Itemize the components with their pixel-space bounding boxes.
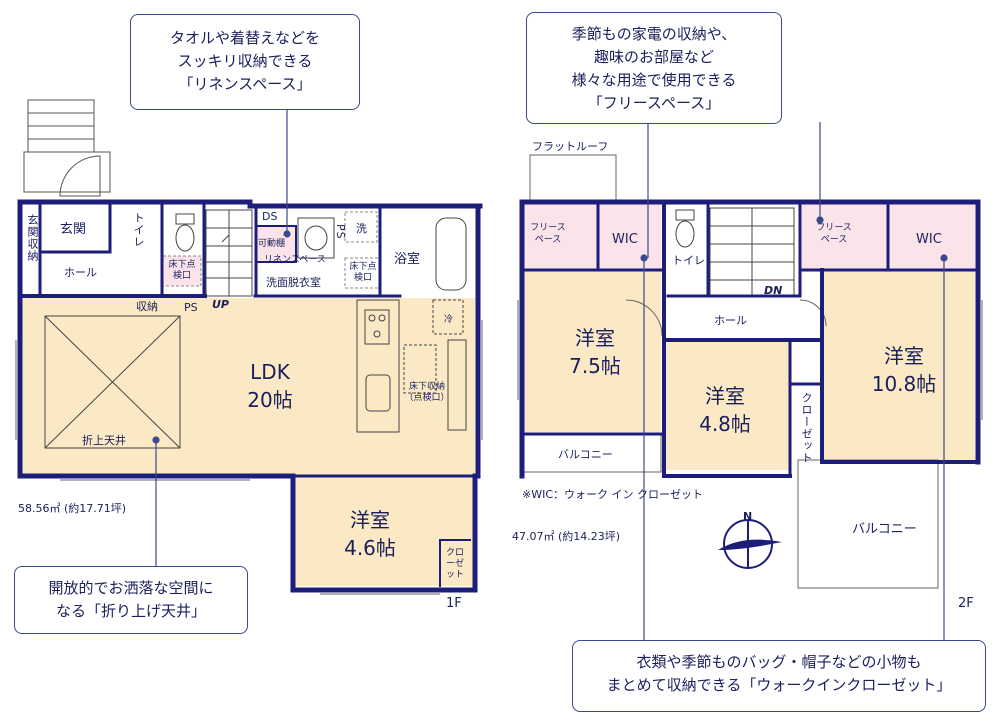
callout-wic-line-2: まとめて収納できる「ウォークインクローゼット」: [606, 676, 952, 694]
label-genkan: 玄関: [60, 222, 87, 237]
windows-1f: [15, 320, 483, 595]
label-raised-ceiling: 折上天井: [82, 434, 126, 447]
western-4-6-fill: [293, 476, 475, 586]
ldk-size: 20帖: [247, 388, 293, 412]
label-genkan-storage: 玄関収納: [26, 214, 39, 262]
label-bath: 浴室: [394, 252, 421, 267]
western-4-6-name: 洋室: [350, 508, 390, 532]
callout-free-line-2: 趣味のお部屋など: [593, 48, 714, 66]
label-closet-2f: クローゼット: [800, 392, 813, 464]
callout-ceiling-line-1: 開放的でお洒落な空間に: [48, 579, 214, 597]
flat-roof-outline: [529, 154, 617, 202]
entrance-door-swing: [59, 155, 101, 197]
label-balcony-large: バルコニー: [852, 522, 917, 537]
callout-free-line-3: 様々な用途で使用できる: [571, 71, 737, 89]
room-4-8-size: 4.8帖: [699, 412, 751, 436]
callout-ceiling-line-2: なる「折り上げ天井」: [55, 602, 206, 620]
callout-linen-space: タオルや着替えなどを スッキリ収納できる 「リネンスペース」: [130, 14, 360, 110]
room-7-5-fill: [524, 270, 661, 432]
callout-walk-in-closet: 衣類や季節ものバッグ・帽子などの小物も まとめて収納できる「ウォークインクローゼ…: [572, 640, 986, 712]
label-hall-1f: ホール: [64, 266, 97, 279]
callout-wic-line-1: 衣類や季節ものバッグ・帽子などの小物も: [636, 653, 922, 671]
callout-linen-line-2: スッキリ収納できる: [177, 52, 313, 70]
callout-free-line-1: 季節もの家電の収納や、: [571, 25, 737, 43]
label-ds: DS: [262, 210, 278, 223]
door-swing-7-5: [625, 299, 663, 337]
label-ps-1f-b: PS: [184, 301, 198, 314]
label-floor1: 1F: [446, 596, 462, 611]
room-4-8-fill: [665, 340, 789, 470]
label-flat-roof: フラットルーフ: [532, 140, 609, 153]
washer-box: [344, 211, 378, 243]
label-hall-2f: ホール: [714, 314, 747, 327]
label-free-space-left: フリースペース: [530, 223, 566, 245]
label-up: UP: [212, 298, 229, 311]
ldk-name: LDK: [250, 360, 290, 384]
label-dressing-room: 洗面脱衣室: [266, 276, 321, 289]
floor-hatch-box: [162, 255, 202, 287]
room-10-8-size: 10.8帖: [871, 372, 937, 396]
raised-ceiling-lines: [44, 315, 181, 449]
toilet-fixture-1f: [175, 213, 195, 252]
label-floor1-area: 58.56㎡ (約17.71坪): [18, 502, 127, 515]
label-fridge: 冷: [444, 315, 454, 325]
callout-free-line-4: 「フリースペース」: [587, 94, 721, 112]
stairs-2f: [709, 207, 795, 297]
floor1-plan: [15, 99, 483, 595]
label-ps-1f: PS: [334, 224, 347, 240]
label-wic-left: WIC: [612, 232, 638, 247]
callout-raised-ceiling: 開放的でお洒落な空間に なる「折り上げ天井」: [14, 566, 248, 634]
label-ldk: LDK 20帖: [240, 358, 300, 414]
label-floor-hatch: 床下点検口: [168, 260, 196, 281]
label-floor-hatch-2: 床下点検口: [349, 262, 377, 283]
label-wic-right: WIC: [916, 232, 942, 247]
label-western-4-6: 洋室 4.6帖: [330, 506, 410, 562]
walls-2f: [519, 199, 981, 479]
label-wic-note: ※WIC：ウォーク イン クローゼット: [522, 488, 704, 501]
stairs-1f: [205, 209, 253, 297]
sink-fixture: [297, 217, 335, 259]
room-7-5-size: 7.5帖: [569, 354, 621, 378]
label-closet-1f: クローゼット: [446, 548, 465, 580]
label-toilet-2f: トイレ: [672, 254, 705, 267]
room-7-5-name: 洋室: [575, 326, 615, 350]
room-10-8-fill: [822, 270, 975, 460]
label-floor2-area: 47.07㎡ (約14.23坪): [512, 530, 621, 543]
label-floor-storage: 床下収納（点検口）: [404, 382, 450, 403]
entrance-steps: [23, 99, 111, 193]
door-swing-10-8: [799, 299, 827, 327]
label-storage: 収納: [136, 300, 158, 313]
western-4-6-size: 4.6帖: [344, 536, 396, 560]
label-compass-n: N: [743, 510, 753, 523]
toilet-fixture-2f: [675, 209, 695, 248]
callout-linen-line-3: 「リネンスペース」: [178, 75, 312, 93]
label-balcony-small: バルコニー: [558, 448, 613, 461]
label-dn: DN: [764, 284, 783, 297]
compass-rose: [718, 519, 782, 569]
label-floor2: 2F: [958, 596, 974, 611]
label-toilet-1f: トイレ: [132, 212, 145, 248]
room-10-8-name: 洋室: [884, 344, 924, 368]
callout-linen-line-1: タオルや着替えなどを: [169, 29, 320, 47]
label-room-4-8: 洋室 4.8帖: [690, 382, 760, 438]
kitchen-counter: [356, 299, 467, 433]
room-4-8-name: 洋室: [705, 384, 745, 408]
label-washer: 洗: [356, 222, 367, 235]
label-free-space-right: フリースペース: [816, 223, 852, 245]
label-movable-shelf: 可動棚: [258, 236, 286, 249]
floor-hatch-box-2: [344, 257, 380, 289]
label-linen-space: リネンスペース: [264, 255, 326, 265]
windows-2f: [517, 300, 983, 420]
label-room-7-5: 洋室 7.5帖: [560, 324, 630, 380]
bathtub: [435, 217, 467, 291]
label-room-10-8: 洋室 10.8帖: [864, 342, 944, 398]
callout-free-space: 季節もの家電の収納や、 趣味のお部屋など 様々な用途で使用できる 「フリースペー…: [526, 12, 782, 124]
floor2-plan: [152, 108, 983, 640]
free-wic-left-fill: [524, 204, 661, 270]
callout-leaders: [152, 108, 948, 640]
